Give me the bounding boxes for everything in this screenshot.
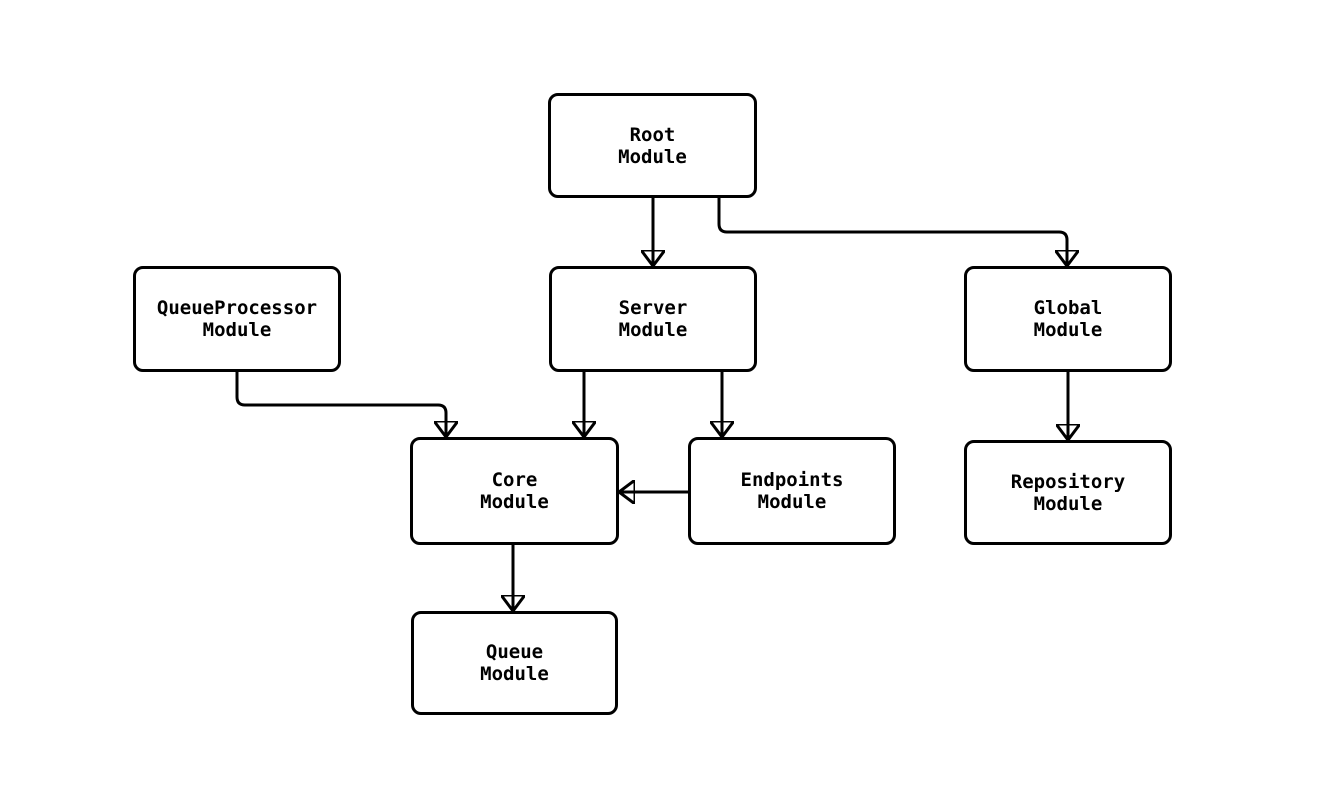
node-label-line: Module	[1033, 319, 1103, 341]
node-label-line: Repository	[1010, 470, 1126, 493]
node-label-line: Core	[491, 469, 538, 491]
node-root-module: Root Module	[548, 93, 757, 198]
node-global-module: Global Module	[964, 266, 1172, 372]
node-label-line: Module	[757, 491, 827, 513]
node-label-line: QueueProcessor	[156, 297, 318, 319]
node-server-module: Server Module	[549, 266, 757, 372]
node-label-line: Module	[618, 319, 688, 341]
node-label-line: Module	[480, 491, 549, 513]
node-label-line: Root	[629, 123, 676, 146]
node-label-line: Queue	[485, 641, 544, 663]
edge-root-to-global	[717, 198, 1067, 265]
node-label-line: Module	[202, 319, 272, 341]
node-queueprocessor-module: QueueProcessor Module	[133, 266, 341, 372]
node-label-line: Endpoints	[740, 469, 844, 491]
node-label-line: Module	[1033, 492, 1103, 515]
node-queue-module: Queue Module	[411, 611, 618, 715]
node-label-line: Module	[618, 145, 687, 168]
node-label-line: Server	[618, 297, 688, 319]
node-repository-module: Repository Module	[964, 440, 1172, 545]
node-label-line: Global	[1033, 297, 1103, 319]
node-core-module: Core Module	[410, 437, 619, 545]
node-label-line: Module	[480, 663, 549, 685]
node-endpoints-module: Endpoints Module	[688, 437, 896, 545]
edge-queueprocessor-to-core	[235, 372, 446, 436]
